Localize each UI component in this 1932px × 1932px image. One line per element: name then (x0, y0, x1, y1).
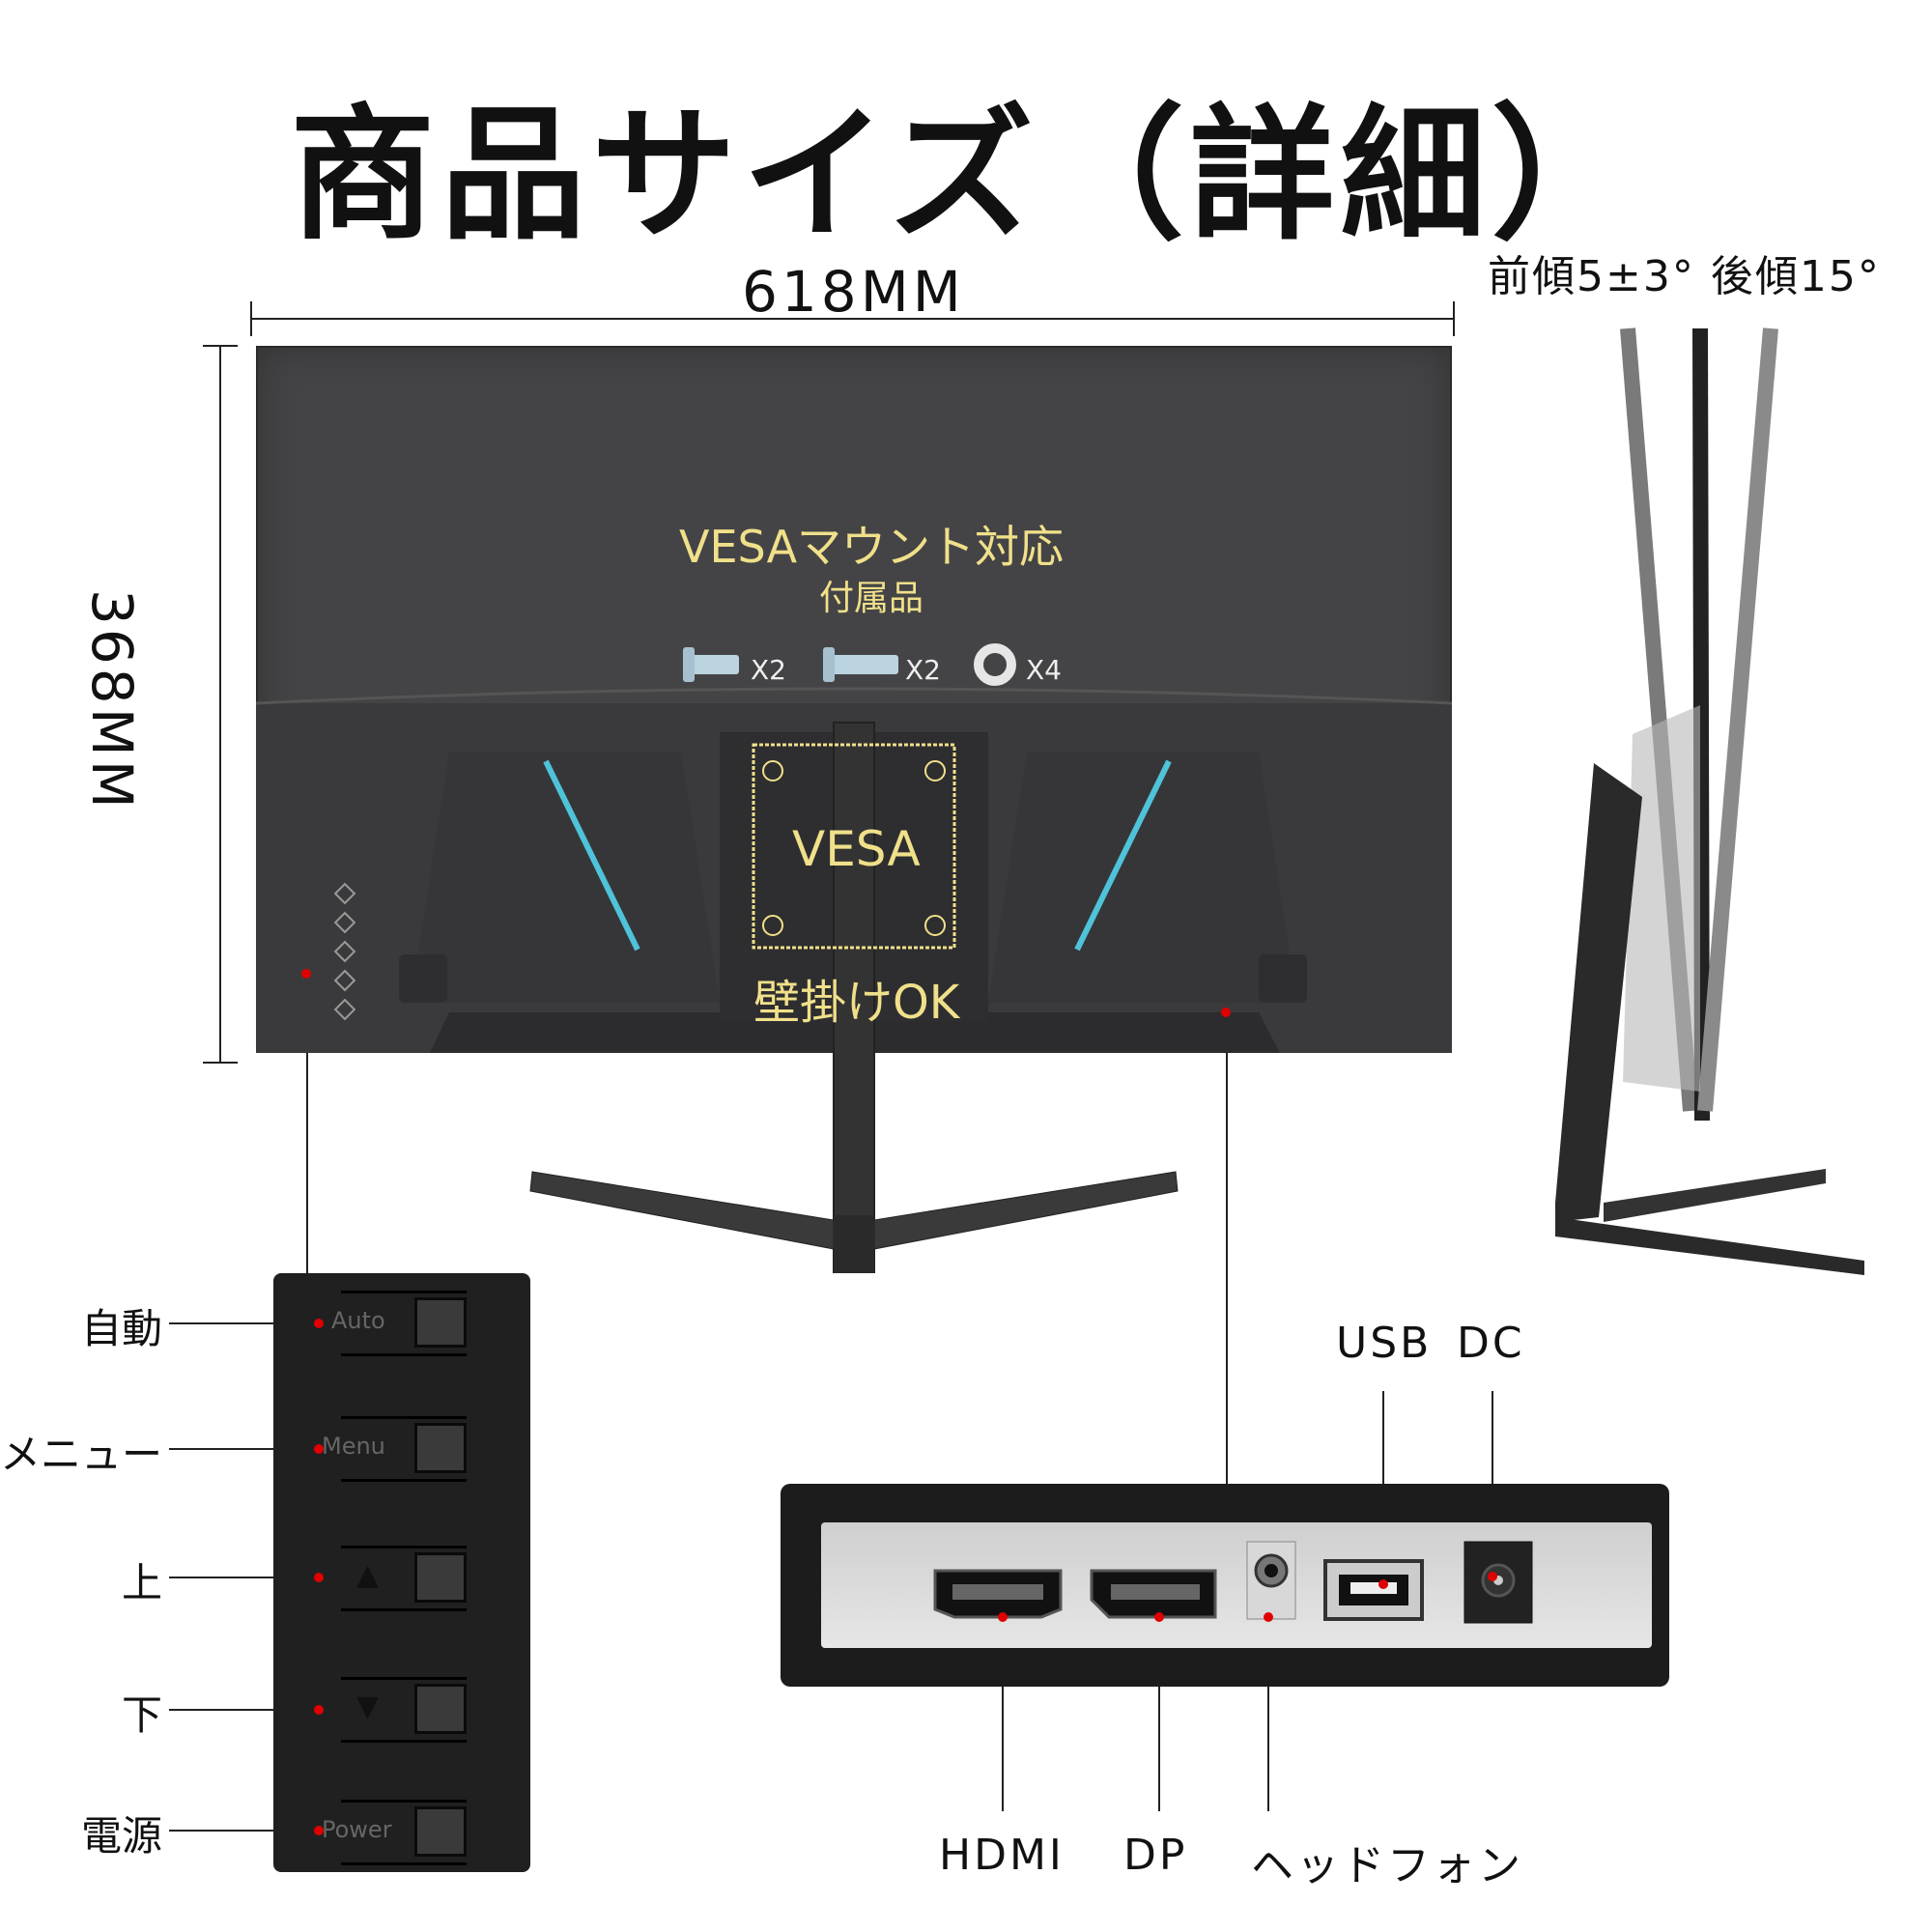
down-button[interactable]: ▼ (341, 1677, 467, 1743)
speaker-grille-left (399, 954, 447, 1003)
speaker-grille-right (1259, 954, 1307, 1003)
vesa-mount-heading: VESAマウント対応 (679, 521, 1065, 573)
accessory-qty-3: X4 (1026, 654, 1062, 686)
menu-key[interactable] (414, 1423, 467, 1473)
power-label: 電源 (80, 1812, 162, 1860)
headphone-label: ヘッドフォン (1251, 1841, 1523, 1890)
power-key[interactable] (414, 1806, 467, 1857)
auto-key-text: Auto (331, 1307, 385, 1334)
menu-key-text: Menu (322, 1433, 385, 1460)
tilt-angle-label: 前傾5±3° 後傾15° (1488, 252, 1881, 301)
auto-key[interactable] (414, 1297, 467, 1348)
washer-icon (974, 643, 1016, 686)
accessory-qty-2: X2 (905, 654, 941, 686)
hdmi-label: HDMI (939, 1831, 1065, 1880)
auto-button[interactable]: Auto (331, 1291, 467, 1356)
auto-callout-dot (314, 1319, 324, 1328)
width-dimension-label: 618MM (742, 259, 965, 325)
power-button[interactable]: Power (322, 1800, 467, 1865)
accent-stripe-left (543, 759, 640, 952)
power-callout-dot (314, 1826, 324, 1835)
dc-label: DC (1457, 1319, 1525, 1368)
menu-label: メニュー (0, 1431, 163, 1478)
menu-callout-dot (314, 1444, 324, 1454)
vesa-plate (752, 743, 956, 950)
io-ports (933, 1541, 1533, 1624)
accent-stripe-right (1074, 759, 1172, 952)
headphone-jack (1246, 1541, 1296, 1620)
monitor-side-view (1555, 327, 1864, 1275)
accessories-label: 付属品 (819, 579, 924, 618)
usb-label: USB (1336, 1319, 1433, 1368)
menu-button[interactable]: Menu (322, 1416, 467, 1482)
down-arrow-icon: ▼ (356, 1690, 380, 1723)
vesa-plate-label: VESA (792, 821, 921, 877)
osd-button-panel: Auto Menu ▲ ▼ Power (273, 1273, 530, 1872)
up-button[interactable]: ▲ (341, 1546, 467, 1611)
dp-label: DP (1123, 1831, 1188, 1880)
down-label: 下 (121, 1691, 162, 1739)
accessory-qty-1: X2 (751, 654, 786, 686)
usb-port (1323, 1559, 1424, 1621)
power-key-text: Power (322, 1816, 392, 1843)
hdmi-port (933, 1569, 1063, 1619)
dc-power-jack (1463, 1541, 1533, 1624)
up-arrow-icon: ▲ (356, 1558, 380, 1592)
up-label: 上 (121, 1559, 162, 1606)
page-title: 商品サイズ（詳細） (290, 92, 1642, 260)
screw-icon-1 (683, 647, 739, 682)
down-key[interactable] (414, 1684, 467, 1734)
auto-label: 自動 (80, 1305, 162, 1352)
up-key[interactable] (414, 1552, 467, 1603)
height-dimension-label: 368MM (79, 589, 145, 812)
wall-mount-label: 壁掛けOK (753, 976, 960, 1030)
down-callout-dot (314, 1705, 324, 1715)
up-callout-dot (314, 1573, 324, 1582)
displayport-port (1090, 1569, 1217, 1619)
screw-icon-2 (823, 647, 898, 682)
monitor-back-details (256, 643, 1452, 1273)
